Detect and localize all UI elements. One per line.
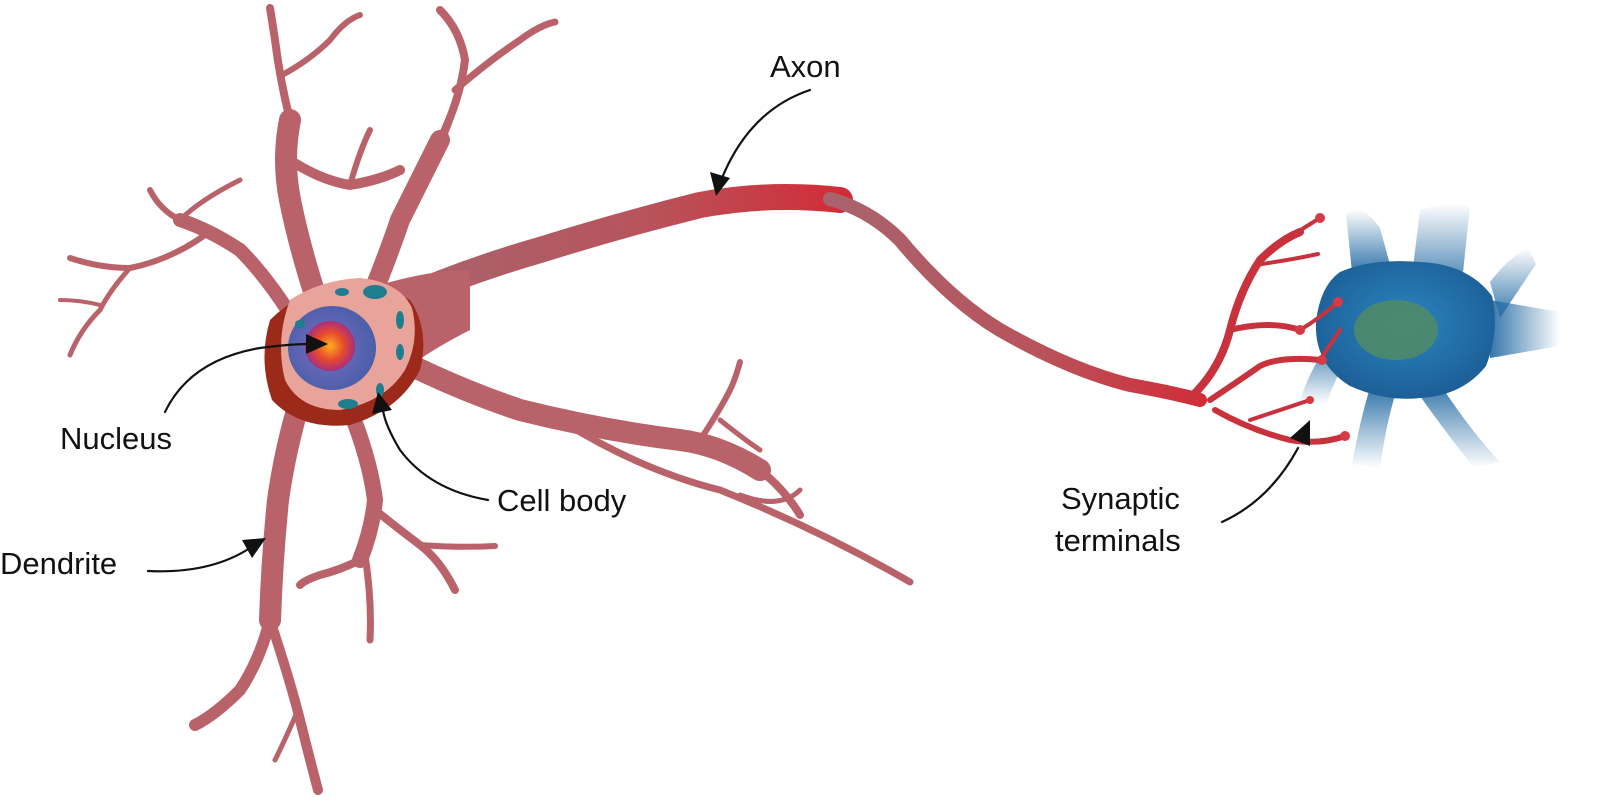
target-cell-arm: [1420, 384, 1500, 468]
dendrite-branch: [417, 117, 453, 183]
target-cell-arm: [1352, 388, 1396, 468]
label-axon-text: Axon: [770, 49, 841, 84]
label-cell-body-text: Cell body: [497, 483, 627, 518]
dendrite-branch: [67, 232, 208, 271]
cell-body: [264, 270, 470, 426]
dendrite-branch: [177, 177, 243, 223]
dendrite-branch: [272, 707, 301, 763]
dendrite-branch: [697, 359, 743, 443]
dendrite-branch: [58, 298, 102, 307]
dendrite-branch: [265, 615, 323, 795]
dendrites: [58, 4, 914, 795]
leader-nucleus: [163, 342, 312, 414]
organelle: [363, 285, 387, 299]
organelle: [396, 311, 404, 329]
dendrite-branch: [361, 551, 374, 644]
dendrite-branch: [756, 466, 804, 519]
dendrite-branch: [296, 556, 364, 589]
dendrite-branch: [389, 349, 771, 481]
dendrite-branch: [717, 417, 763, 453]
terminal-branch: [1253, 252, 1320, 267]
dendrite-branch: [371, 506, 459, 594]
dendrite-branch: [259, 389, 311, 631]
dendrite-branch: [285, 155, 405, 190]
label-nucleus-text: Nucleus: [60, 421, 172, 456]
terminal-bouton: [1333, 297, 1343, 307]
label-synaptic-text-line2: terminals: [1055, 523, 1181, 558]
dendrite-branch: [266, 4, 294, 124]
leader-synaptic: [1220, 446, 1300, 524]
label-synaptic-terminals: Synaptic terminals: [1055, 420, 1310, 558]
dendrite-branch: [147, 187, 183, 223]
label-synaptic-text-line1: Synaptic: [1061, 481, 1180, 516]
leader-dendrite-arrowhead: [242, 538, 266, 558]
label-dendrite: Dendrite: [0, 538, 266, 581]
dendrite-branch: [342, 402, 383, 568]
leader-axon-arrowhead: [710, 172, 730, 196]
label-dendrite-text: Dendrite: [0, 546, 117, 581]
synaptic-terminals: [1186, 216, 1348, 445]
target-cell-nucleus: [1354, 300, 1438, 360]
terminal-bouton: [1315, 213, 1325, 223]
leader-axon: [720, 88, 812, 180]
label-nucleus: Nucleus: [60, 334, 328, 456]
target-cell-arm: [1346, 209, 1392, 272]
organelle: [335, 288, 349, 296]
target-cell-arm: [1490, 300, 1560, 358]
terminal-bouton: [1340, 431, 1350, 441]
terminal-branch: [1227, 322, 1303, 333]
leader-dendrite: [146, 546, 252, 573]
dendrite-branch: [737, 487, 803, 504]
target-cell: [1300, 203, 1560, 468]
terminal-branch: [1212, 407, 1348, 445]
dendrite-branch: [347, 127, 373, 188]
dendrite-branch: [417, 542, 498, 550]
organelle: [396, 344, 404, 360]
dendrite-branch: [451, 18, 559, 94]
terminal-boutons: [1295, 213, 1350, 441]
leader-cell-body: [381, 408, 490, 502]
label-axon: Axon: [710, 49, 841, 196]
leader-synaptic-arrowhead: [1290, 420, 1310, 446]
organelle: [338, 399, 358, 409]
axon-trunk: [823, 192, 1207, 407]
terminal-bouton: [1317, 355, 1327, 365]
terminal-branch: [1248, 398, 1312, 422]
terminal-bouton: [1295, 325, 1305, 335]
dendrite-branch: [556, 416, 914, 586]
nucleolus: [305, 321, 355, 371]
leader-cell-body-arrowhead: [372, 392, 392, 414]
dendrite-branch: [275, 109, 331, 321]
dendrite-branch: [189, 614, 276, 731]
label-cell-body: Cell body: [372, 392, 627, 518]
terminal-branch: [1258, 216, 1322, 260]
dendrite-branch: [67, 265, 133, 358]
terminal-bouton: [1306, 396, 1314, 404]
dendrite-branch: [173, 213, 307, 337]
terminal-branch: [1207, 355, 1323, 403]
organelle: [295, 320, 305, 328]
target-cell-arm: [1490, 248, 1536, 318]
leader-nucleus-arrowhead: [306, 334, 328, 354]
dendrite-branch: [279, 12, 363, 78]
